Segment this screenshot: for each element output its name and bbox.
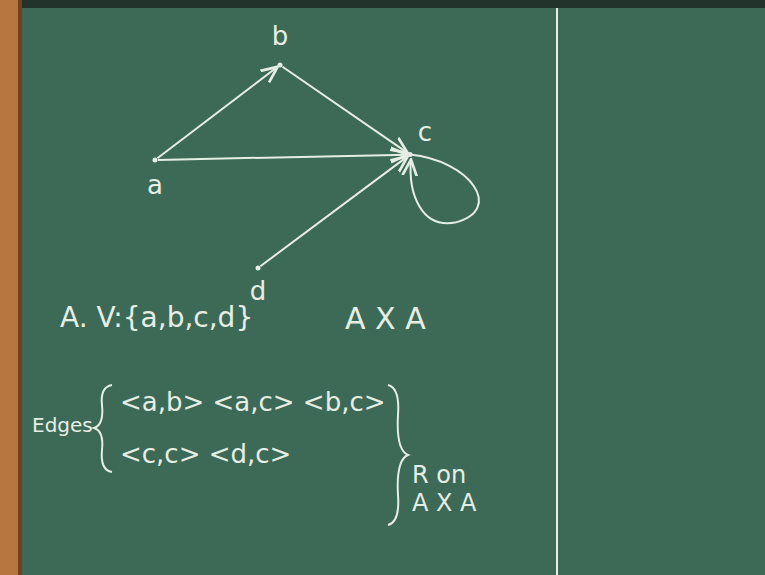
divider-line [556,8,558,575]
directed-edge [282,67,407,153]
chalk-note: <a,b> <a,c> <b,c> [120,388,386,418]
chalk-note: <c,c> <d,c> [120,440,291,470]
chalk-note: Edges [32,414,93,437]
chalk-note: A X A [345,302,426,337]
vertex-name: c [418,118,432,147]
vertex-dot [153,158,158,163]
vertex-label: a [140,160,170,200]
directed-edge [260,156,407,266]
chalk-note: R on A X A [412,462,478,517]
wood-frame [0,0,22,575]
right-brace [388,385,408,525]
vertex-name: a [147,171,163,200]
vertex-label: b [265,22,295,65]
top-edge [0,0,765,8]
chalk-note: A. V:{a,b,c,d} [60,302,253,334]
vertex-label: c [410,118,440,155]
vertex-dot [278,63,283,68]
directed-edge [157,67,277,158]
directed-edge [158,155,407,160]
vertex-name: b [272,22,289,51]
frame-shadow [18,0,22,575]
left-brace [94,385,112,472]
self-loop [410,155,479,224]
vertex-label: d [243,268,273,306]
vertex-dot [256,266,261,271]
